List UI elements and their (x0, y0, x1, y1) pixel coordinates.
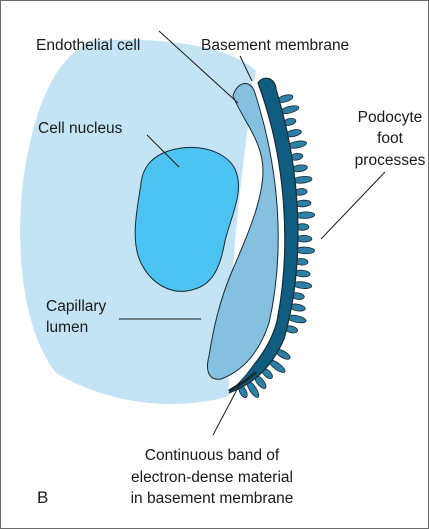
label-band-line2: electron-dense material (131, 469, 293, 486)
leader-line-podocyte (321, 172, 385, 239)
label-endothelial-cell: Endothelial cell (36, 37, 140, 54)
label-capillary-line1: Capillary (46, 298, 107, 315)
foot-process (295, 212, 314, 219)
label-podocyte-line3: processes (355, 152, 426, 169)
label-band-line1: Continuous band of (145, 447, 280, 464)
label-capillary-line2: lumen (46, 319, 88, 336)
label-podocyte-line2: foot (377, 130, 404, 147)
label-basement-membrane: Basement membrane (201, 37, 349, 54)
label-cell-nucleus: Cell nucleus (38, 120, 123, 137)
label-band-line3: in basement membrane (131, 490, 294, 507)
label-podocyte-line1: Podocyte (358, 109, 423, 126)
panel-letter: B (37, 488, 48, 507)
foot-process (295, 247, 314, 254)
